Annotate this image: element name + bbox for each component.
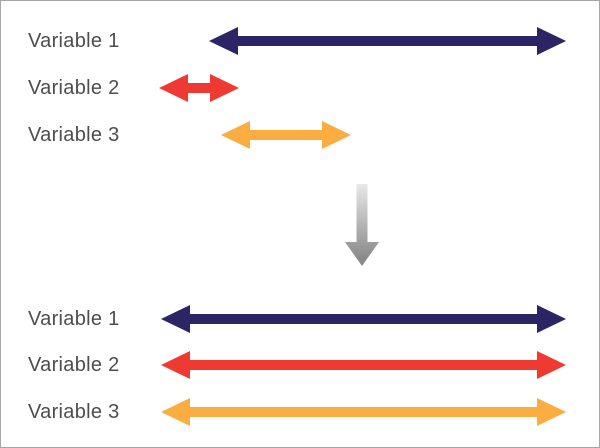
variable-label: Variable 1: [28, 30, 120, 52]
down-arrow-icon: [345, 184, 379, 266]
arrow-head-right-icon: [322, 121, 351, 149]
variable-label: Variable 3: [28, 124, 120, 146]
arrow-head-right-icon: [537, 305, 566, 333]
arrow-head-right-icon: [210, 74, 239, 102]
double-arrow: [161, 351, 566, 379]
arrow-shaft: [188, 83, 210, 93]
arrow-head-left-icon: [161, 305, 190, 333]
arrow-shaft: [250, 130, 322, 140]
double-arrow: [159, 74, 239, 102]
variable-label: Variable 2: [28, 354, 120, 376]
arrow-shaft: [190, 407, 537, 417]
arrow-shaft: [238, 36, 537, 46]
variable-label: Variable 2: [28, 77, 120, 99]
double-arrow: [161, 305, 566, 333]
arrow-head-right-icon: [537, 351, 566, 379]
double-arrow: [161, 398, 566, 426]
arrow-shaft: [190, 314, 537, 324]
arrow-head-left-icon: [161, 351, 190, 379]
arrow-shaft: [190, 360, 537, 370]
arrow-head-right-icon: [537, 27, 566, 55]
double-arrow: [209, 27, 566, 55]
variable-label: Variable 3: [28, 401, 120, 423]
arrow-head-right-icon: [537, 398, 566, 426]
variable-label: Variable 1: [28, 308, 120, 330]
arrow-head-left-icon: [161, 398, 190, 426]
arrow-head-left-icon: [221, 121, 250, 149]
arrow-head-left-icon: [159, 74, 188, 102]
double-arrow: [221, 121, 351, 149]
arrow-head-left-icon: [209, 27, 238, 55]
